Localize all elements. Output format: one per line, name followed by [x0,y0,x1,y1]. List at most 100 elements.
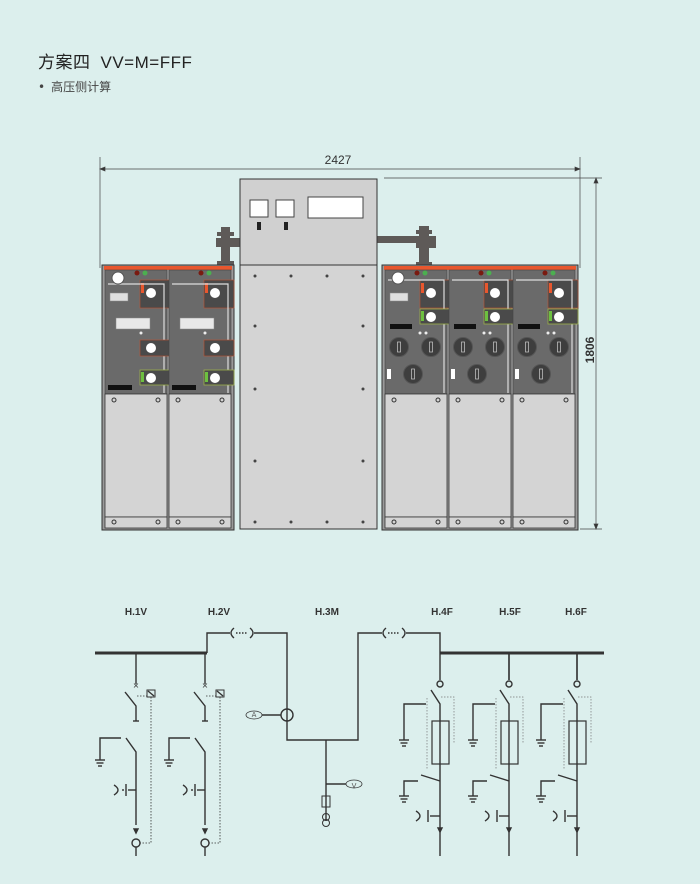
meter-gauge [391,271,405,285]
terminal-strip [390,324,412,329]
lower-door [448,393,512,518]
fuse-holder [517,337,537,357]
fuse-holder [549,337,569,357]
meter-gauge [111,271,125,285]
arrow-icon [573,827,581,834]
dot [139,331,143,335]
earth-switch-blade [557,774,578,782]
load-break-switch [567,689,578,856]
base-plinth [104,516,168,529]
base-screw [219,519,225,525]
switch-knob [426,288,436,298]
indicator-green [486,270,492,276]
fuse-glyph [493,341,497,353]
busbar-line [388,279,445,393]
metering-cabinet [239,178,378,530]
switch-knob [210,288,220,298]
door-screw [155,397,161,403]
base-screw [111,519,117,525]
x-mark: × [133,681,140,690]
fuse-holder [403,364,423,384]
switch-flag [485,283,488,293]
switch-flag [141,283,144,293]
earth-knob [210,373,220,383]
bullet: • [38,80,46,94]
indicator-green [206,270,212,276]
circuit-breaker [194,737,206,825]
fuse [568,720,587,765]
earth-switch [540,780,555,796]
fuse-holder [389,337,409,357]
busbar-line [516,279,573,393]
earth-flag [421,311,424,321]
dotted-link [140,697,152,844]
relay-module [115,317,151,330]
earth-knob [146,373,156,383]
link-h4f [406,632,441,653]
bolt-dot [253,387,257,391]
earth-switch [403,703,426,740]
fuse-holder [531,364,551,384]
busbar-line [108,283,165,393]
fuse-glyph [525,341,529,353]
capacitor-arc [415,810,421,822]
subtitle-text: 高压侧计算 [51,80,112,94]
load-break-switch [430,689,441,856]
cabinet-group-right [381,264,579,531]
busbar-line [172,283,229,393]
unit-label-h2v: H.2V [208,607,231,618]
base-screw [499,519,505,525]
circuit-breaker [125,737,137,825]
pt-fuse [321,795,331,808]
trip-x [147,690,155,697]
lower-door [168,393,232,518]
indicator-green [550,270,556,276]
x-mark: × [202,681,209,690]
disconnector-knob [210,343,220,353]
bolt-dot [361,274,365,278]
voltmeter-label: V [352,782,357,790]
capacitor-arc [552,810,558,822]
cable-coupler [230,627,254,639]
bolt-dot [325,520,329,524]
base-screw [435,519,441,525]
fuse [500,720,519,765]
terminal-strip [518,324,540,329]
earth-knob [426,312,436,322]
capacitor-arc [484,810,490,822]
base-screw [563,519,569,525]
switch-knob [490,288,500,298]
bolt-dot [361,324,365,328]
base-plinth [168,516,232,529]
earth-switch [99,737,121,760]
terminal-strip [454,324,476,329]
door-screw [391,397,397,403]
right-cable-connector [377,226,436,268]
unit-label-h6f: H.6F [565,607,587,618]
earth-switch [168,737,190,760]
base-screw [519,519,525,525]
bolt-dot [253,520,257,524]
bolt-dot [289,274,293,278]
voltmeter [345,779,363,789]
fuse-glyph [475,368,479,380]
base-plinth [384,516,448,529]
indicator-red [198,270,204,276]
terminal-o [505,680,513,688]
earth-flag [141,372,144,382]
base-screw [175,519,181,525]
bolt-dot [289,520,293,524]
top-orange-strip [104,266,232,270]
door-screw [219,397,225,403]
link-metering [254,632,382,741]
title-code: VV=M=FFF [100,53,193,72]
bolt-dot [253,459,257,463]
unit-label-h3m: H.3M [315,607,339,618]
bolt-dot [361,520,365,524]
link-h2v [206,632,230,653]
earth-switch [540,703,563,740]
cable-ct [131,838,141,848]
width-dim-label: 2427 [325,153,352,167]
switch-flag [549,283,552,293]
